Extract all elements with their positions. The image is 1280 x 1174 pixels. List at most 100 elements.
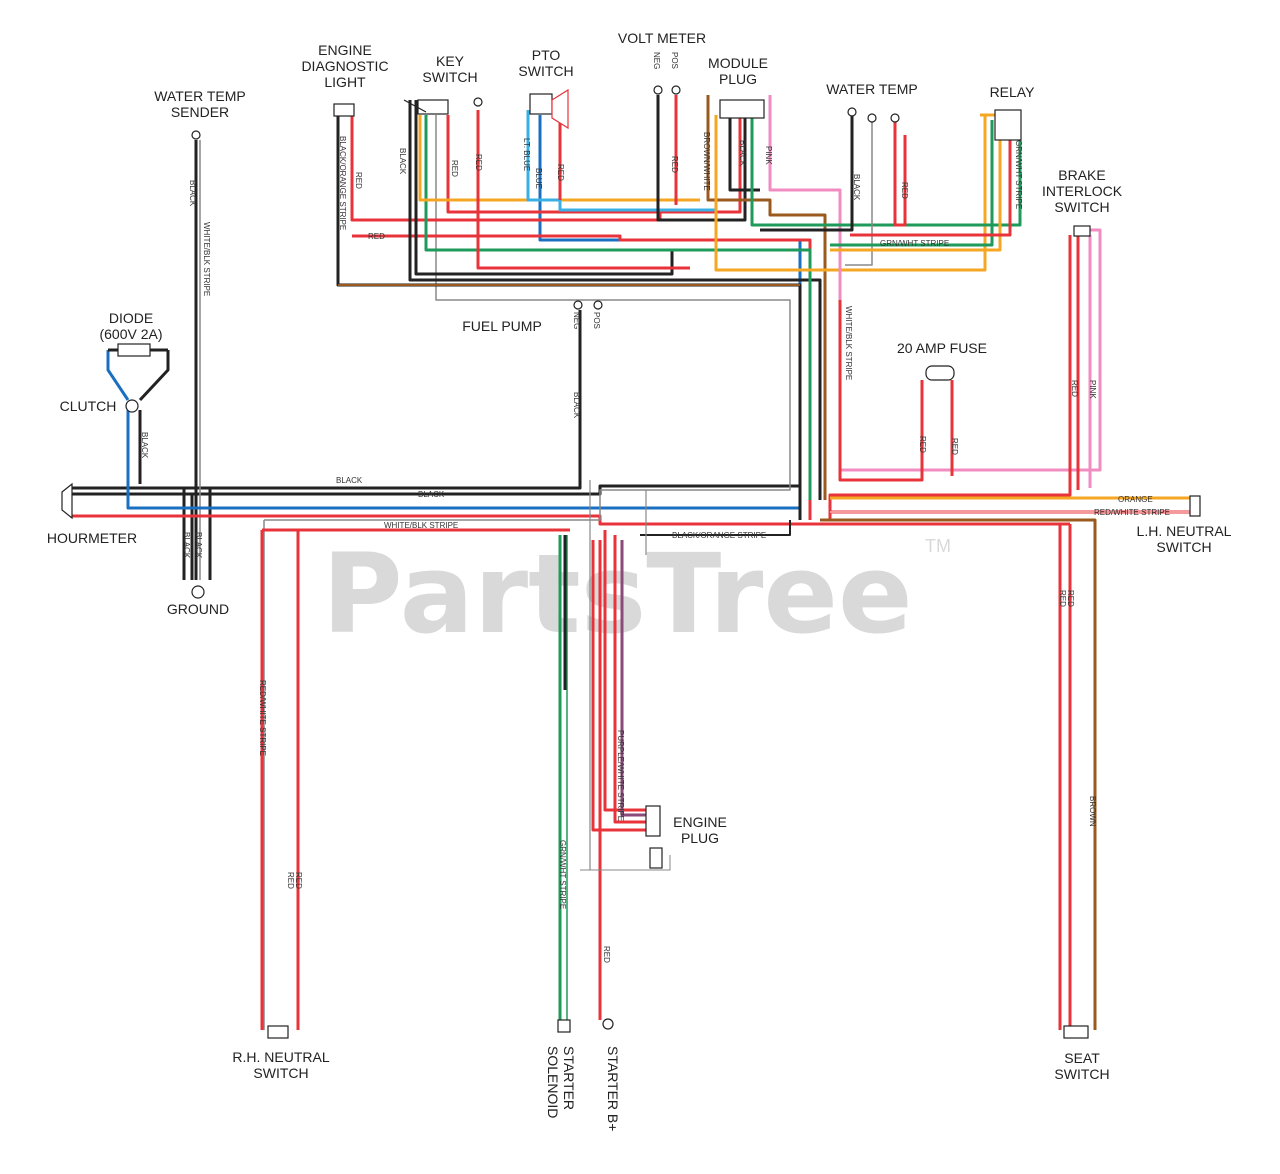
engine-plug-aux [649,847,663,869]
wlbl-black-orange: BLACK/ORANGE STRIPE [672,531,766,540]
ground-term [191,585,205,599]
fuel-pos-term [593,300,603,310]
rotated-labels: STARTERSOLENOID STARTER B+ [545,1046,621,1131]
wlbl-red-seat-2: RED [1066,590,1075,607]
wlbl-black-key: BLACK [398,148,407,175]
watermark-tm: TM [925,536,951,556]
watermark: PartsTree TM [322,530,951,658]
wlbl-black-orange-v: BLACK/ORANGE STRIPE [338,136,347,230]
wire-black-bus [70,310,582,490]
wire-gray-engine [580,855,671,871]
label-fuse: 20 AMP FUSE [897,340,987,356]
wire-harness [70,95,1190,1030]
wire-black-module [728,115,760,192]
engine-plug-connector [645,805,661,837]
wire-blue-clutch [126,115,802,510]
label-starter-solenoid: STARTERSOLENOID [545,1046,577,1118]
wlbl-black-sender: BLACK [188,180,197,207]
wire-black-orange-center [640,520,791,536]
label-fuel-pump: FUEL PUMP [462,318,542,334]
wlbl-white-sender: WHITE/BLK STRIPE [202,222,211,296]
wlbl-ltblue: LT. BLUE [522,138,531,171]
wlbl-red-rh-1: RED [286,872,295,889]
fuse-body [925,365,955,381]
wlbl-brown-seat: BROWN [1088,796,1097,827]
brake-interlock-connector [1073,225,1091,237]
watermark-text: PartsTree [322,530,913,658]
watertemp-term-2 [867,113,877,123]
wire-black-watertemp [760,115,854,232]
wire-orange-module [714,115,987,272]
label-diode: DIODE(600V 2A) [99,310,162,342]
wire-red-engine-1 [591,540,650,832]
module-plug-connector [719,99,765,119]
connectors [61,85,1201,1039]
label-water-temp-top: WATER TEMP [826,81,918,97]
wlbl-purple-white: PURPLE/WHITE STRIPE [616,730,625,821]
wire-red-key-2 [476,110,690,270]
relay-body [994,109,1022,141]
wlbl-black-1: BLACK [336,476,363,485]
wlbl-black-fuel: BLACK [572,392,581,419]
wire-white-watertemp [845,120,873,266]
wire-white-blk-long [264,115,791,521]
wire-green-relay [830,120,994,247]
wire-red-watertemp [893,120,907,227]
wire-orange-key [418,115,700,202]
wlbl-red-rh-2: RED [294,872,303,889]
label-relay: RELAY [990,84,1036,100]
rh-neutral-connector [267,1025,289,1039]
wlbl-grn-wht-h: GRN/WHT STRIPE [880,239,949,248]
wire-labels: BLACK BLACK WHITE/BLK STRIPE BLACK/ORANG… [140,52,1170,963]
wire-red-fuse-1 [838,300,924,482]
wlbl-white-blk-h: WHITE/BLK STRIPE [384,521,458,530]
wlbl-red-key-2: RED [474,154,483,171]
wire-green-module [750,115,1022,227]
wire-brown-module [706,95,827,500]
wire-red-brake [828,235,1072,520]
wlbl-black-module: BLACK [738,140,747,167]
wlbl-black-gnd-1: BLACK [182,532,191,559]
wlbl-red-white-rh: RED/WHITE STRIPE [258,680,267,756]
pto-switch-body [551,88,569,130]
wlbl-brown-white: BROWN/WHITE [702,132,711,191]
wlbl-white-blk-v: WHITE/BLK STRIPE [844,306,853,380]
wlbl-red-fuse-1: RED [918,436,927,453]
diag-light-connector [333,103,355,117]
fuel-neg-term [573,300,583,310]
wlbl-red-seat-1: RED [1058,590,1067,607]
label-starter-b: STARTER B+ [605,1046,621,1131]
wire-orange-relay [830,113,1002,252]
wire-red-engine-2 [603,530,650,812]
wire-black-key [408,100,822,500]
wire-brown-seat [820,518,1097,1030]
watertemp-term-1 [847,107,857,117]
wlbl-red-brake: RED [1070,380,1079,397]
seat-switch-connector [1063,1025,1089,1039]
wire-red-key [446,115,742,214]
wlbl-pos-volt: POS [670,52,679,69]
wlbl-blue: BLUE [534,168,543,189]
pto-switch-connector [529,93,553,115]
watertemp-term-3 [890,113,900,123]
wlbl-grn-wht-relay: GRN/WHT STRIPE [1014,140,1023,209]
wlbl-red-volt: RED [670,156,679,173]
wire-red-diag [350,115,662,222]
hourmeter-symbol [61,482,73,520]
key-switch-connector [417,99,449,115]
key-switch-bracket [403,99,427,113]
wire-red-relay [850,125,1012,237]
solenoid-term [557,1019,571,1033]
wlbl-pink-module: PINK [764,146,773,165]
wire-green-key [424,115,812,500]
wlbl-red-fuse-2: RED [950,438,959,455]
wlbl-red-key: RED [450,160,459,177]
